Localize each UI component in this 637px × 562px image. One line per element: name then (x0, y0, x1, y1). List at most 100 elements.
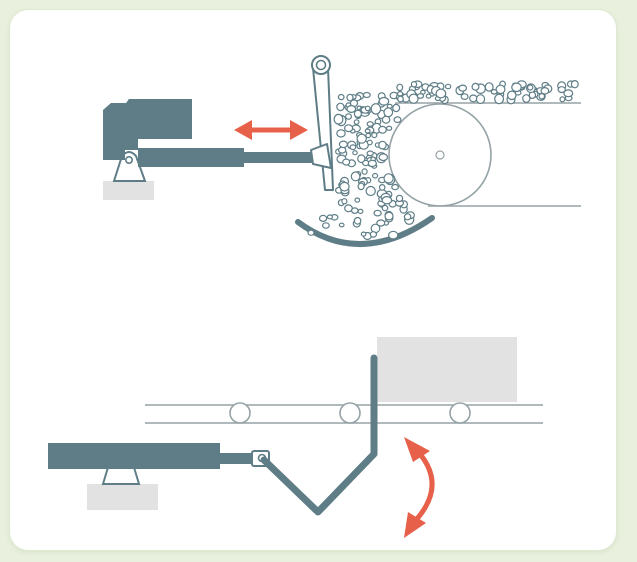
pebble (393, 116, 402, 124)
pebble (527, 84, 534, 91)
pebble (494, 93, 505, 105)
pebble (408, 93, 419, 104)
roller-conveyor (145, 402, 543, 424)
pebble (339, 181, 350, 192)
pebble (364, 105, 371, 112)
pebble (346, 93, 354, 102)
pebble (336, 102, 345, 112)
conveyor-drum (388, 102, 581, 207)
pebble (350, 207, 359, 214)
pebble (322, 222, 330, 229)
pebble (326, 214, 333, 220)
roller (449, 402, 471, 424)
pebble (381, 195, 393, 205)
lever-arm (310, 55, 334, 191)
mount-pin (125, 156, 134, 165)
pebble (361, 168, 368, 175)
pebble (460, 93, 469, 100)
pebble (425, 93, 432, 99)
pebble (378, 125, 387, 134)
pebble (337, 93, 345, 101)
pebble (362, 91, 371, 99)
pebble (385, 125, 393, 131)
pebble (484, 82, 494, 92)
bottom-panel (48, 337, 543, 538)
pebble (378, 96, 390, 106)
pebble (353, 109, 362, 119)
cylinder-head (103, 99, 192, 160)
pebble (357, 208, 364, 214)
pebble (353, 216, 362, 225)
pebble (395, 194, 404, 203)
pebble (403, 213, 412, 221)
pebble (388, 230, 399, 240)
pebble (563, 89, 574, 98)
pebble (475, 94, 486, 105)
pebble (420, 89, 426, 95)
pebble (378, 153, 389, 162)
pebble (391, 183, 400, 191)
roller (229, 402, 251, 424)
cylinder-barrel (138, 148, 244, 167)
pebble (318, 214, 328, 222)
cylinder-barrel (48, 443, 220, 469)
pebble (384, 211, 394, 221)
top-panel (103, 55, 581, 248)
piston-rod (220, 453, 256, 464)
pebble (371, 132, 378, 139)
pebble (341, 198, 348, 205)
pebble (356, 133, 367, 144)
pebble (366, 150, 374, 157)
pebble (378, 140, 387, 150)
pebble (559, 96, 566, 103)
pebble (333, 113, 344, 125)
pebble (336, 129, 346, 138)
pebble (490, 89, 498, 95)
pebble (346, 104, 357, 113)
pebble (366, 121, 374, 127)
pebble (370, 103, 382, 115)
pebble (557, 86, 566, 94)
pebble (369, 231, 378, 238)
pebble (540, 87, 550, 95)
pebble (353, 119, 360, 125)
pebble (416, 93, 425, 99)
curved-double-arrow-icon (404, 437, 435, 538)
bent-lever (260, 354, 378, 516)
pebble (360, 231, 367, 237)
pebble (570, 79, 579, 89)
package-box (377, 337, 517, 402)
pebble (373, 209, 382, 217)
piston-rod (244, 152, 314, 163)
pebble (354, 197, 361, 203)
pebble (458, 84, 468, 92)
pebble (410, 81, 418, 88)
pebble (344, 124, 354, 133)
pebble (307, 229, 315, 236)
pebble (538, 93, 546, 100)
pebble (349, 144, 357, 151)
pebble (435, 88, 447, 99)
bulk-material (307, 79, 579, 241)
pebble (378, 183, 386, 191)
pebble (392, 103, 401, 113)
pebble (338, 146, 347, 154)
pebble (338, 140, 348, 149)
pebble (383, 173, 394, 184)
pebble (444, 83, 452, 90)
pebble (396, 83, 404, 92)
pebble (522, 94, 531, 103)
pebble (350, 171, 361, 182)
pebble (367, 159, 377, 168)
cylinder-base (87, 484, 158, 510)
double-arrow-icon (234, 120, 308, 140)
roller (339, 402, 361, 424)
pebble (511, 82, 522, 93)
pebble (372, 172, 379, 179)
pebble (366, 139, 373, 146)
rod-end-clevis (310, 143, 332, 169)
pebble (383, 107, 394, 118)
pebble (364, 128, 371, 134)
